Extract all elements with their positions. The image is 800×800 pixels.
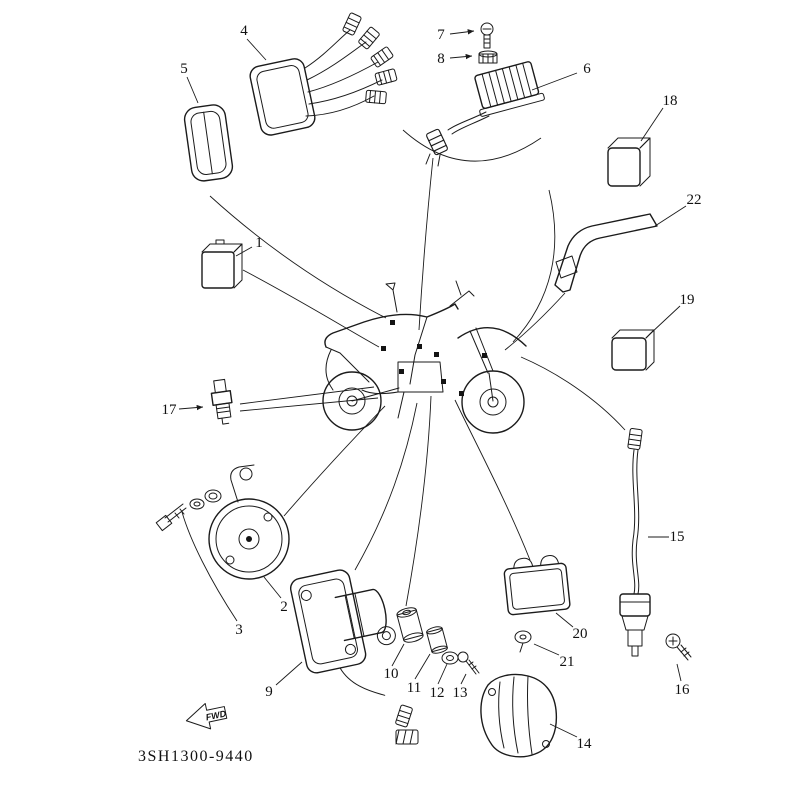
callout-3: 3 [235,622,243,638]
callout-19: 19 [680,292,695,308]
callout-11: 11 [407,680,421,696]
component-location-markers [381,320,487,396]
callout-17: 17 [162,402,178,418]
part-2-horn [208,464,290,580]
leader-curves [209,129,626,607]
fwd-arrow-label: FWD [205,708,228,722]
part-16-screw [665,633,692,661]
callout-22: 22 [687,192,702,208]
callout-13: 13 [453,685,468,701]
callout-20: 20 [573,626,588,642]
callout-18: 18 [663,93,678,109]
part-10-bushing [396,607,424,643]
part-6-rectifier [425,61,545,167]
part-7-screw [480,22,494,49]
part-17-spark-plug [210,378,233,425]
callout-4: 4 [240,23,248,39]
callout-21: 21 [560,654,575,670]
callout-12: 12 [430,685,445,701]
part-9-starter-motor [289,569,419,745]
motorcycle-silhouette [322,280,527,434]
part-3-bolt-washers [155,489,222,532]
part-19-relay [611,329,655,371]
part-14-cover [480,673,558,758]
callout-9: 9 [265,684,273,700]
callout-5: 5 [180,61,188,77]
part-15-fuel-sender [619,427,651,657]
callout-8: 8 [437,51,445,67]
callout-6: 6 [583,61,591,77]
callout-16: 16 [675,682,691,698]
part-20-ignitor-unit [503,555,571,616]
part-22-bracket [554,213,658,293]
part-11-collar [426,626,448,654]
callout-labels: 1 2 3 4 5 6 7 8 9 10 11 12 13 14 15 16 1… [162,23,702,752]
callout-15: 15 [670,529,685,545]
diagram-code: 3SH1300-9440 [138,748,254,765]
callout-1: 1 [255,235,263,251]
callout-10: 10 [384,666,399,682]
callout-7: 7 [437,27,445,43]
part-18-relay [607,137,651,187]
part-1-flasher-relay [201,239,243,289]
part-21-grommet [514,630,532,653]
callout-14: 14 [577,736,593,752]
callout-2: 2 [280,599,288,615]
label-leaders [178,29,687,738]
part-8-nut [478,50,498,64]
part-13-bolt [457,651,480,675]
part-4-ignition-coil [249,11,398,136]
fwd-arrow: FWD [185,702,228,730]
part-5-cover [183,104,234,182]
part-12-washer [441,651,459,665]
